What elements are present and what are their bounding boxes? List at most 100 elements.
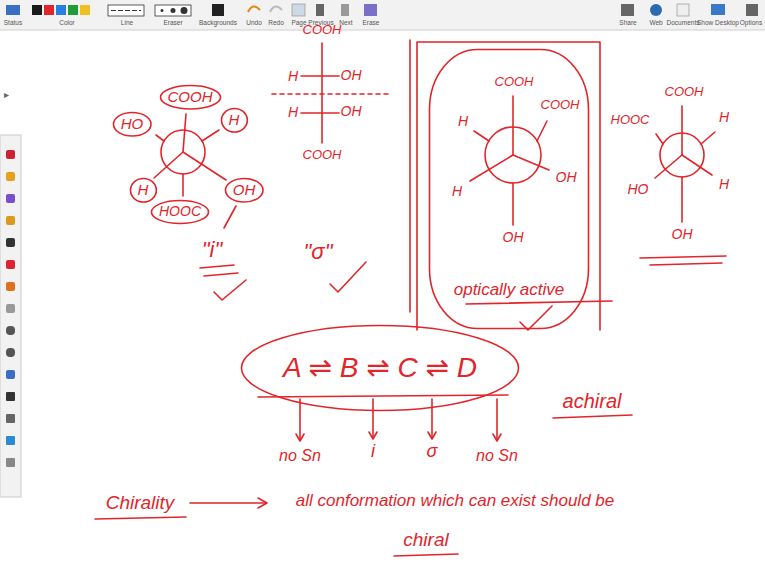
symmetry-note: no Sn: [279, 447, 321, 465]
outline-shape: [160, 85, 220, 109]
toolbar-label: Color: [59, 19, 75, 26]
group-label: H: [458, 114, 468, 129]
group-label: COOH: [303, 23, 342, 37]
ink-stroke: [6, 260, 15, 269]
node-text: OH: [233, 182, 256, 199]
toolbar-label: Line: [121, 19, 133, 26]
ink-stroke: [156, 135, 164, 141]
ink-stroke: [95, 40, 726, 556]
ink-stroke: [6, 414, 15, 423]
toolbar-label: Redo: [268, 19, 284, 26]
ink-stroke: [6, 172, 15, 181]
ink-stroke: [677, 4, 689, 16]
outline-shape: [430, 50, 589, 329]
group-label: H: [288, 105, 298, 120]
ink-stroke: [301, 75, 339, 77]
node-text: H: [229, 112, 240, 129]
outline-shape: [225, 178, 263, 202]
group-label: H: [452, 184, 462, 199]
outline-shape: [242, 326, 519, 411]
ink-stroke: [0, 0, 765, 30]
ink-stroke: [316, 4, 324, 16]
ink-stroke: [190, 502, 266, 504]
ink-stroke: [394, 554, 458, 556]
ink-stroke: [701, 132, 715, 144]
ink-stroke: [409, 40, 411, 312]
ink-stroke: [56, 5, 66, 15]
ink-stroke: [6, 150, 15, 467]
ink-stroke: [6, 5, 20, 15]
circled-group: COOH: [159, 84, 222, 111]
ink-stroke: [493, 434, 501, 441]
outline-shape: [221, 108, 247, 132]
heading-note: Chirality: [106, 493, 175, 514]
ink-stroke: [248, 6, 260, 12]
group-label: COOH: [541, 98, 580, 112]
ink-stroke: [154, 152, 183, 178]
ink-stroke: [161, 9, 164, 12]
ink-stroke: [171, 8, 176, 13]
ink-stroke: [292, 4, 305, 16]
toolbar-label: Erase: [363, 19, 380, 26]
group-label: OH: [503, 230, 524, 245]
ink-stroke: [155, 5, 191, 16]
ink-stroke: [682, 155, 712, 175]
ink-stroke: [202, 130, 219, 141]
ink-stroke: [44, 5, 54, 15]
group-label: COOH: [303, 148, 342, 162]
ink-stroke: [0, 30, 765, 31]
ink-stroke: [655, 155, 682, 178]
ink-stroke: [553, 415, 632, 418]
ink-stroke: [656, 134, 663, 144]
ink-stroke: [6, 304, 15, 313]
ink-stroke: [6, 436, 15, 445]
ink-stroke: [474, 131, 489, 141]
ink-stroke: [272, 93, 392, 95]
outline-shape: [113, 112, 151, 136]
ink-stroke: [183, 152, 226, 180]
ink-stroke: [95, 517, 186, 519]
ink-stroke: [431, 399, 433, 438]
node-text: H: [138, 182, 149, 199]
ink-stroke: [6, 238, 15, 247]
ink-stroke: [270, 6, 282, 12]
ink-stroke: [6, 370, 15, 379]
ink-stroke: [372, 399, 374, 438]
ink-stroke: [6, 458, 15, 467]
circled-group: OH: [224, 177, 265, 204]
toolbar-label: Web: [649, 19, 662, 26]
ink-stroke: [301, 112, 339, 114]
group-label: HOOC: [611, 113, 650, 127]
node-text: A ⇌ B ⇌ C ⇌ D: [283, 353, 477, 384]
toolbar-label: Share: [619, 19, 636, 26]
conclusion-note: achiral: [563, 390, 622, 412]
ink-stroke: [321, 43, 323, 143]
group-label: OH: [556, 170, 577, 185]
group-label: OH: [341, 104, 362, 119]
node-text: HO: [121, 116, 144, 133]
ink-stroke: [470, 155, 513, 181]
ink-stroke: [296, 434, 304, 441]
ink-stroke: [181, 7, 188, 14]
group-label: H: [719, 177, 729, 192]
ink-stroke: [6, 348, 15, 357]
ink-stroke: [512, 183, 514, 225]
ink-stroke: [212, 4, 224, 16]
ink-stroke: [299, 399, 301, 440]
circled-group: H: [220, 107, 249, 134]
ink-stroke: [80, 5, 90, 15]
ink-stroke: [200, 265, 238, 276]
toolbar-label: Backgrounds: [199, 19, 237, 26]
statement-note: chiral: [403, 530, 448, 551]
ink-stroke: [341, 4, 349, 16]
outline-shape: [130, 178, 156, 202]
toolbar-label: Options: [740, 19, 762, 26]
toolbar-label: Status: [4, 19, 22, 26]
ink-stroke: [417, 42, 600, 330]
ink-stroke: [330, 262, 366, 292]
ink-stroke: [68, 5, 78, 15]
ink-stroke: ▸: [4, 89, 9, 100]
toolbar-label: Eraser: [163, 19, 182, 26]
ink-stroke: [681, 106, 683, 155]
